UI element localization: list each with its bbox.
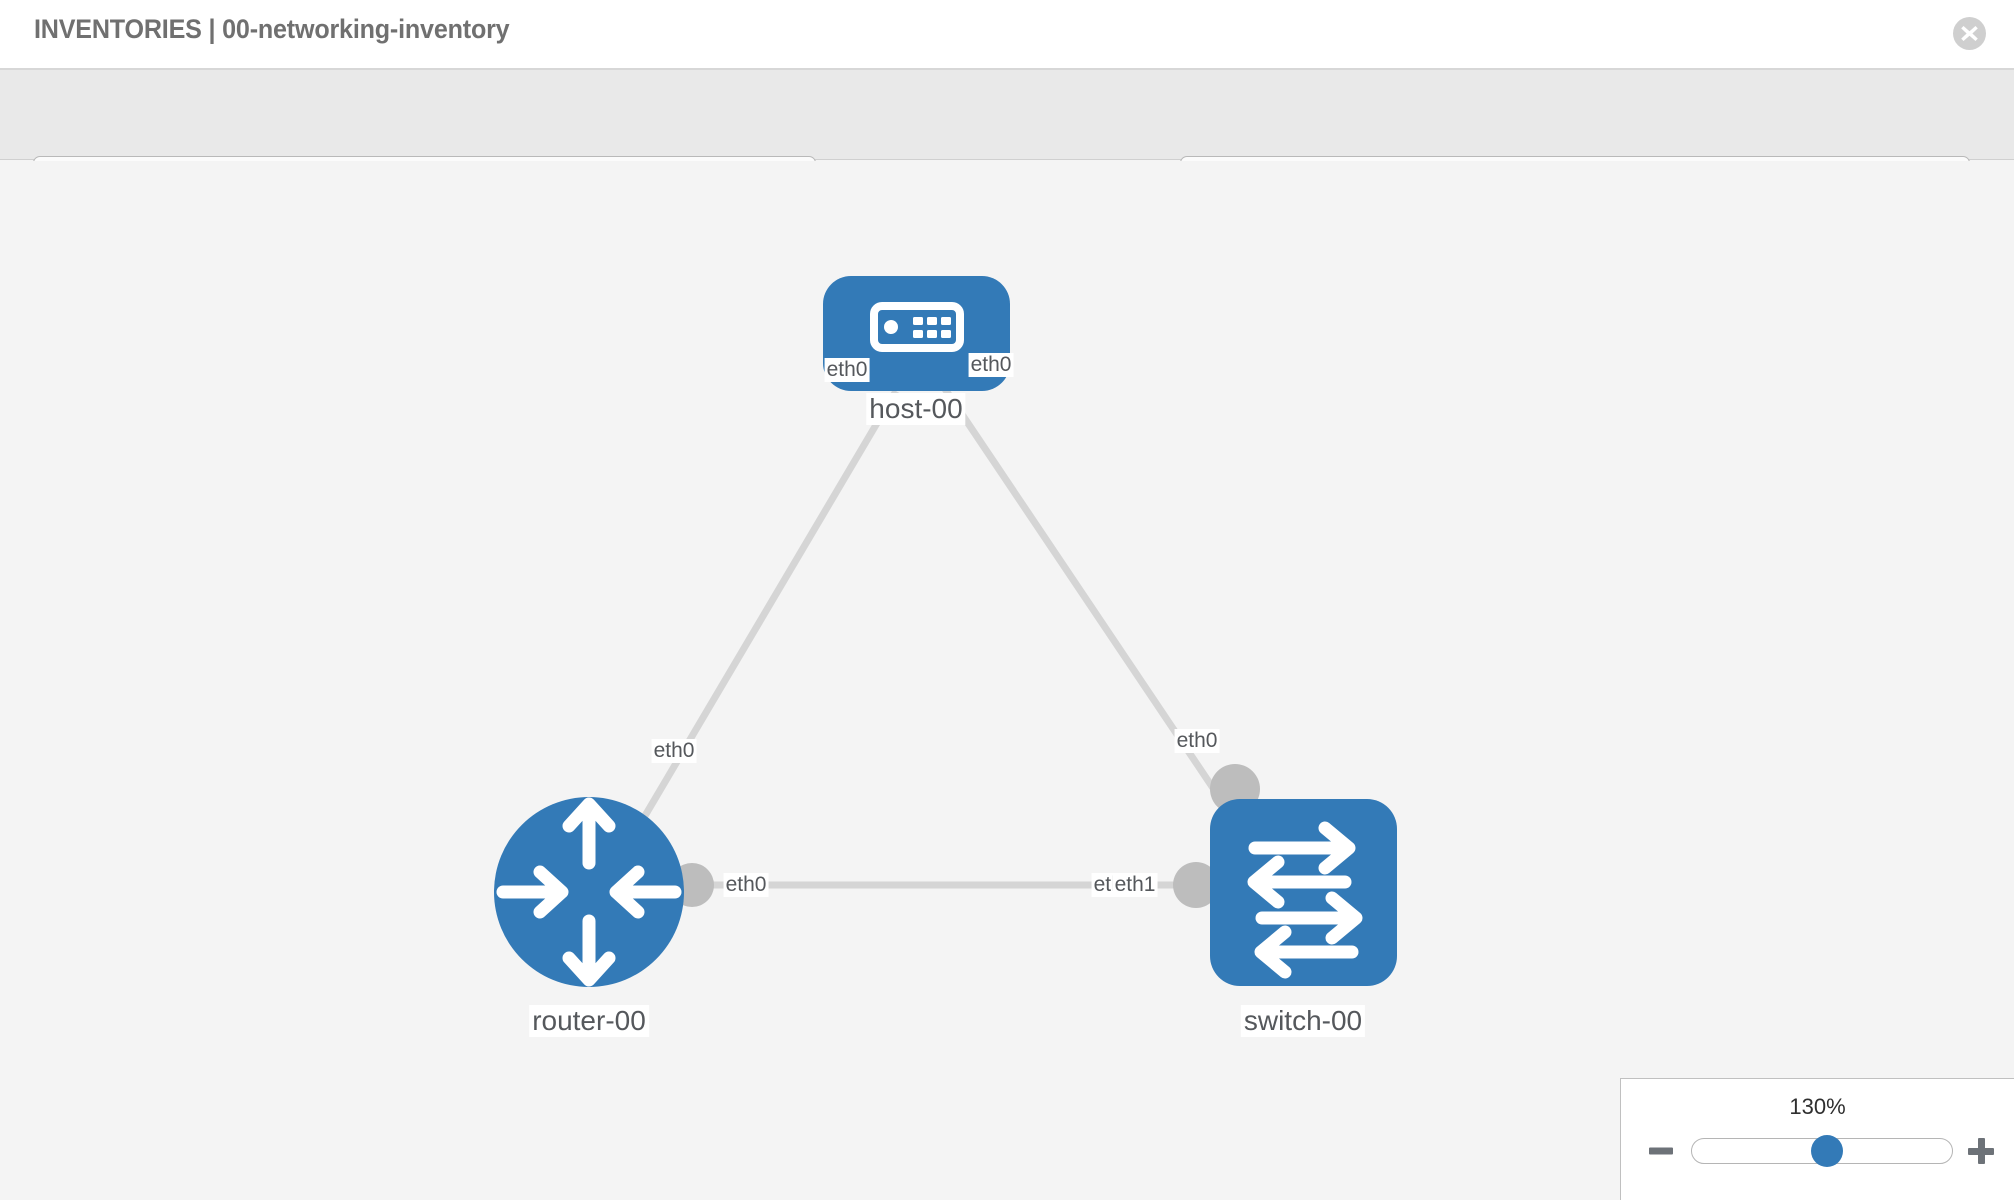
iface-label: eth0 xyxy=(824,358,870,382)
iface-label: eth0 xyxy=(651,739,697,763)
connector-switch-left xyxy=(1173,862,1219,908)
node-router-00[interactable] xyxy=(494,797,684,987)
close-icon[interactable] xyxy=(1953,17,1986,50)
node-host-00[interactable] xyxy=(823,276,1010,391)
node-label-host-00: host-00 xyxy=(866,393,966,425)
zoom-slider-handle[interactable] xyxy=(1811,1135,1844,1167)
iface-label: eth0 xyxy=(968,353,1014,377)
topology-links xyxy=(606,387,1265,889)
link-host-router[interactable] xyxy=(606,389,900,877)
topology-graph xyxy=(494,276,1397,987)
zoom-control-panel: 130% xyxy=(1620,1078,2014,1200)
iface-label: eth0 xyxy=(1174,729,1220,753)
node-label-router-00: router-00 xyxy=(529,1005,649,1037)
topology-canvas[interactable]: eth0 eth0 eth0 eth0 eth0 eth0 eth1 host-… xyxy=(0,161,2014,1200)
zoom-slider[interactable] xyxy=(1691,1135,1953,1167)
toolbar: ACTIONS SEARCH xyxy=(0,70,2014,214)
page-title: INVENTORIES | 00-networking-inventory xyxy=(34,14,510,44)
node-label-switch-00: switch-00 xyxy=(1240,1005,1366,1037)
page-header: INVENTORIES | 00-networking-inventory xyxy=(0,0,2014,70)
zoom-slider-row xyxy=(1621,1131,2014,1171)
iface-label: eth0 xyxy=(723,873,769,897)
link-host-switch[interactable] xyxy=(942,387,1265,863)
zoom-level-value: 130% xyxy=(1789,1094,1846,1119)
zoom-in-button[interactable] xyxy=(1968,1138,1994,1164)
iface-label: eth1 xyxy=(1112,873,1158,897)
node-switch-00[interactable] xyxy=(1210,799,1397,986)
zoom-out-button[interactable] xyxy=(1649,1147,1673,1155)
